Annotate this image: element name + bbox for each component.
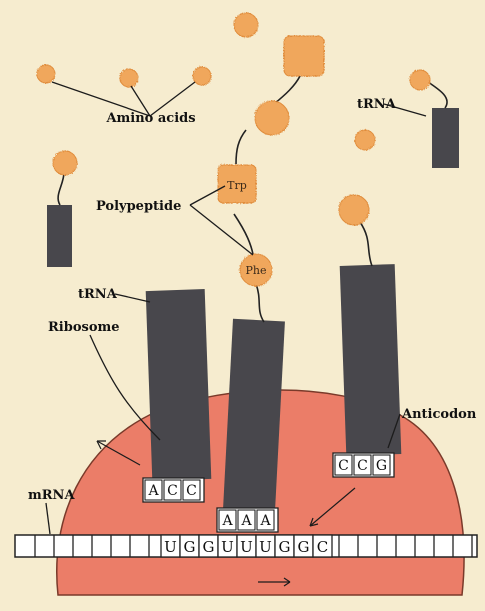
label-amino-acids: Amino acids: [105, 111, 195, 126]
anticodon-letter: A: [259, 513, 271, 529]
amino-acid-left: [37, 65, 55, 83]
trna-ribosome-left: [146, 289, 212, 481]
amino-acid-trp-label: Trp: [227, 179, 247, 192]
codon-letter: C: [317, 538, 328, 556]
codon-letter: U: [240, 538, 253, 556]
anticodon-letter: A: [240, 513, 252, 529]
anticodon-letter: C: [167, 483, 178, 499]
label-polypeptide: Polypeptide: [96, 199, 181, 214]
anticodon-letter: C: [338, 458, 349, 474]
anticodon-letter: C: [357, 458, 368, 474]
amino-acid-right: [193, 67, 211, 85]
anticodon-letter: C: [186, 483, 197, 499]
amino-acid-mid: [120, 69, 138, 87]
label-trna-left: tRNA: [78, 287, 118, 302]
label-anticodon: Anticodon: [401, 407, 477, 422]
trna-ribosome-middle: [223, 319, 285, 511]
label-mrna: mRNA: [28, 488, 75, 503]
amino-acid-top-2: [284, 36, 324, 76]
amino-acid-trna-left: [53, 151, 77, 175]
amino-acid-anticodon-right: [339, 195, 369, 225]
codon-letter: U: [221, 538, 234, 556]
codon-letter: U: [164, 538, 177, 556]
anticodon-letter: A: [147, 483, 159, 499]
anticodon-letter: G: [376, 458, 387, 474]
codon-letter: G: [184, 538, 196, 556]
trna-free-right: [432, 108, 459, 168]
label-trna-top: tRNA: [357, 97, 397, 112]
amino-acid-trna-top: [410, 70, 430, 90]
amino-acid-phe-label: Phe: [246, 264, 267, 277]
amino-acid-floating: [355, 130, 375, 150]
codon-letter: U: [259, 538, 272, 556]
trna-ribosome-right: [340, 264, 402, 456]
label-ribosome: Ribosome: [48, 320, 120, 335]
codon-letter: G: [203, 538, 215, 556]
trna-free-left: [47, 205, 72, 267]
amino-acid-top-1: [234, 13, 258, 37]
codon-letter: G: [279, 538, 291, 556]
amino-acid-chain-1: [255, 101, 289, 135]
codon-letter: G: [298, 538, 310, 556]
anticodon-letter: A: [221, 513, 233, 529]
